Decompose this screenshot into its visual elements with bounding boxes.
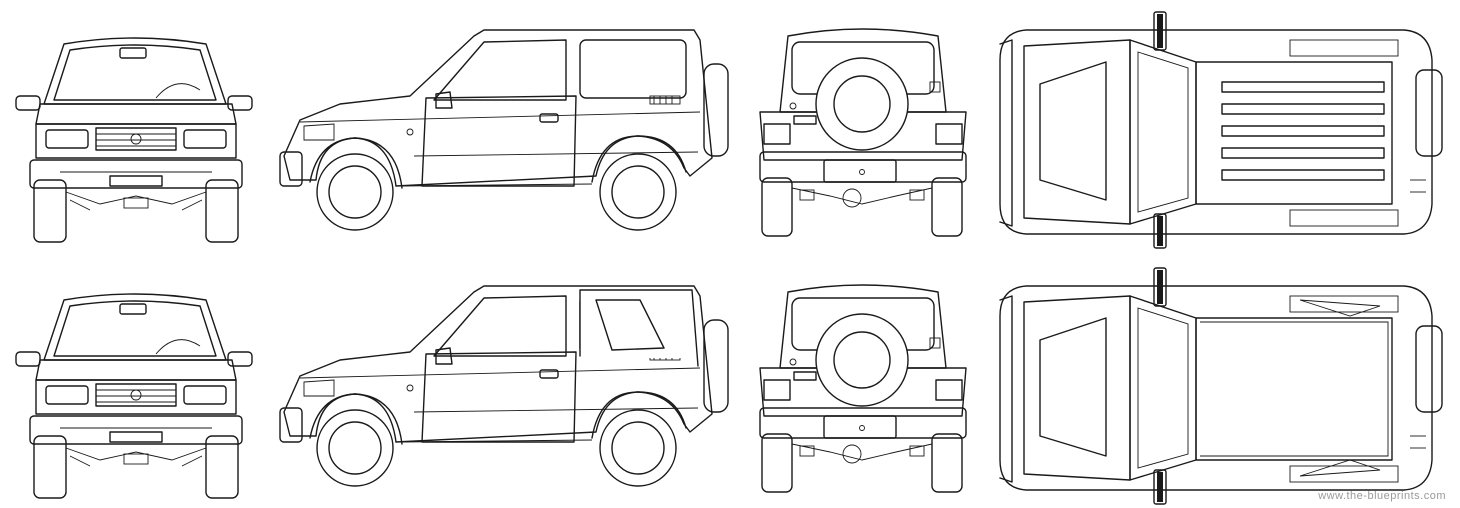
softtop-outline	[579, 289, 699, 367]
softtop-roof	[1200, 321, 1389, 457]
softtop-window	[595, 299, 665, 351]
side-view	[279, 29, 729, 231]
softtop-rear-windows	[1299, 299, 1381, 477]
row-hardtop	[15, 11, 1443, 249]
row-softtop	[15, 267, 1443, 505]
softtop-roof-cover	[1200, 322, 1388, 456]
front-view	[15, 293, 253, 499]
rear-view	[759, 284, 967, 493]
rear-view	[759, 28, 967, 237]
softtop-cover	[580, 292, 690, 358]
top-view	[999, 11, 1443, 249]
watermark: www.the-blueprints.com	[1318, 490, 1446, 502]
front-view	[15, 37, 253, 243]
